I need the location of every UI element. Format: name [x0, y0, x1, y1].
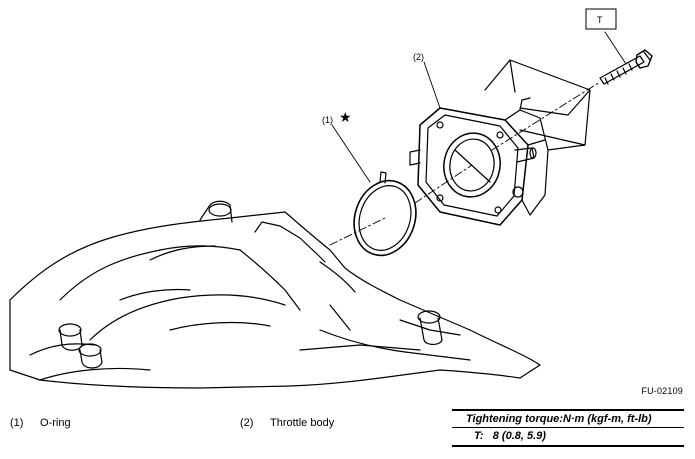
- legend-number: (1): [10, 417, 24, 429]
- bolt-part: [599, 49, 653, 85]
- torque-spec-box: Tightening torque:N·m (kgf-m, ft-lb) T: …: [452, 409, 684, 447]
- callout-throttle-body: (2): [413, 52, 424, 62]
- torque-value: 8 (0.8, 5.9): [492, 430, 546, 442]
- intake-duct-outline: [484, 59, 591, 151]
- torque-heading: Tightening torque:N·m (kgf-m, ft-lb): [452, 411, 684, 428]
- callout-o-ring: (1): [322, 115, 333, 125]
- leader-line-throttle-body: [423, 61, 441, 109]
- alignment-lines: [329, 81, 601, 246]
- throttle-body-part: [409, 97, 549, 226]
- torque-tag-label: T: [597, 15, 603, 25]
- legend-item-throttle-body: (2) Throttle body: [240, 417, 334, 429]
- o-ring-part: [353, 171, 417, 257]
- throttle-body-exploded-diagram: (1) ★ (2) T: [9, 8, 653, 389]
- torque-tag-box: [585, 8, 617, 30]
- torque-value-row: T: 8 (0.8, 5.9): [452, 428, 684, 445]
- figure-code: FU-02109: [641, 386, 683, 396]
- leader-line-torque-tag: [604, 31, 627, 65]
- leader-line-o-ring: [331, 124, 371, 183]
- legend-number: (2): [240, 417, 254, 429]
- star-icon: ★: [339, 110, 352, 126]
- intake-manifold: [9, 200, 541, 389]
- legend-label: Throttle body: [270, 417, 335, 429]
- legend-label: O-ring: [40, 417, 71, 429]
- torque-value-label: T:: [474, 430, 484, 442]
- legend-item-o-ring: (1) O-ring: [10, 417, 71, 429]
